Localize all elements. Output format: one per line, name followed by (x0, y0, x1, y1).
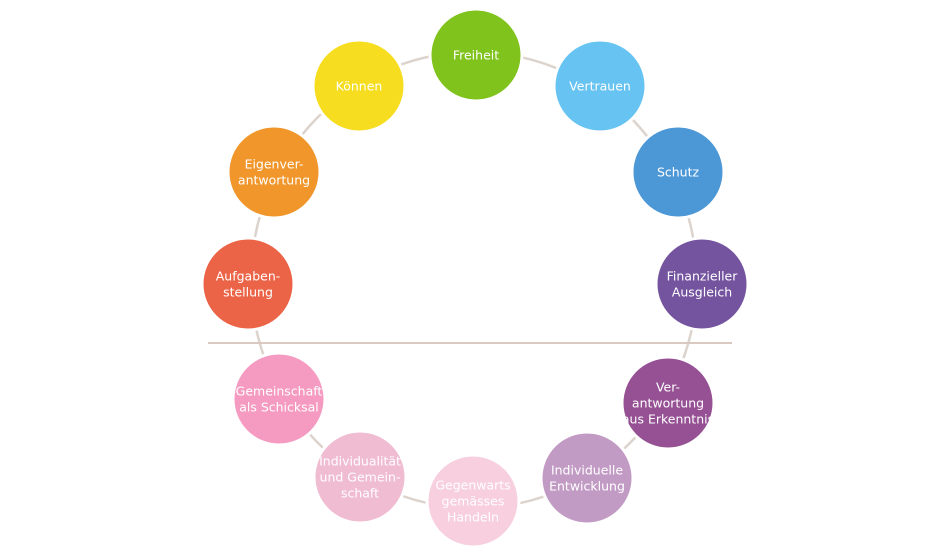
node-label: Individualität (319, 454, 401, 469)
node-vertrauen: Vertrauen (552, 38, 648, 134)
node-label: aus Erkenntnis (622, 412, 714, 427)
node-label: Vertrauen (569, 79, 631, 94)
node-label: und Gemein- (320, 470, 401, 485)
node-label: Eigenver- (245, 157, 304, 172)
node-circle (311, 38, 407, 134)
node-circle (620, 355, 716, 451)
node-label: Handeln (447, 510, 499, 525)
node-label: stellung (223, 285, 273, 300)
node-label: Ausgleich (672, 285, 732, 300)
node-label: Individuelle (551, 463, 623, 478)
node-circle (425, 453, 521, 549)
node-group: FreiheitVertrauenSchutzFinanziellerAusgl… (200, 7, 750, 549)
node-circle (552, 38, 648, 134)
node-koennen: Können (311, 38, 407, 134)
node-label: Finanzieller (667, 269, 739, 284)
node-label: Aufgaben- (216, 269, 281, 284)
node-label: antwortung (632, 396, 704, 411)
node-label: als Schicksal (239, 400, 319, 415)
node-circle (428, 7, 524, 103)
node-label: Ver- (656, 380, 680, 395)
node-circle (312, 429, 408, 525)
node-label: Entwicklung (549, 479, 625, 494)
node-circle (231, 351, 327, 447)
node-label: Schutz (657, 165, 700, 180)
node-label: Freiheit (453, 48, 499, 63)
node-freiheit: Freiheit (428, 7, 524, 103)
node-circle (200, 236, 296, 332)
node-circle (539, 430, 635, 526)
node-label: antwortung (238, 173, 310, 188)
node-label: gemässes (442, 494, 505, 509)
node-circle (654, 236, 750, 332)
node-schutz: Schutz (630, 124, 726, 220)
node-circle (226, 124, 322, 220)
node-label: Können (336, 79, 383, 94)
node-label: schaft (341, 486, 379, 501)
node-label: Gemeinschaft (236, 384, 323, 399)
node-eigenverantwortung: Eigenver-antwortung (226, 124, 322, 220)
node-aufgabenstellung: Aufgaben-stellung (200, 236, 296, 332)
node-label: Gegenwarts (435, 478, 510, 493)
node-circle (630, 124, 726, 220)
